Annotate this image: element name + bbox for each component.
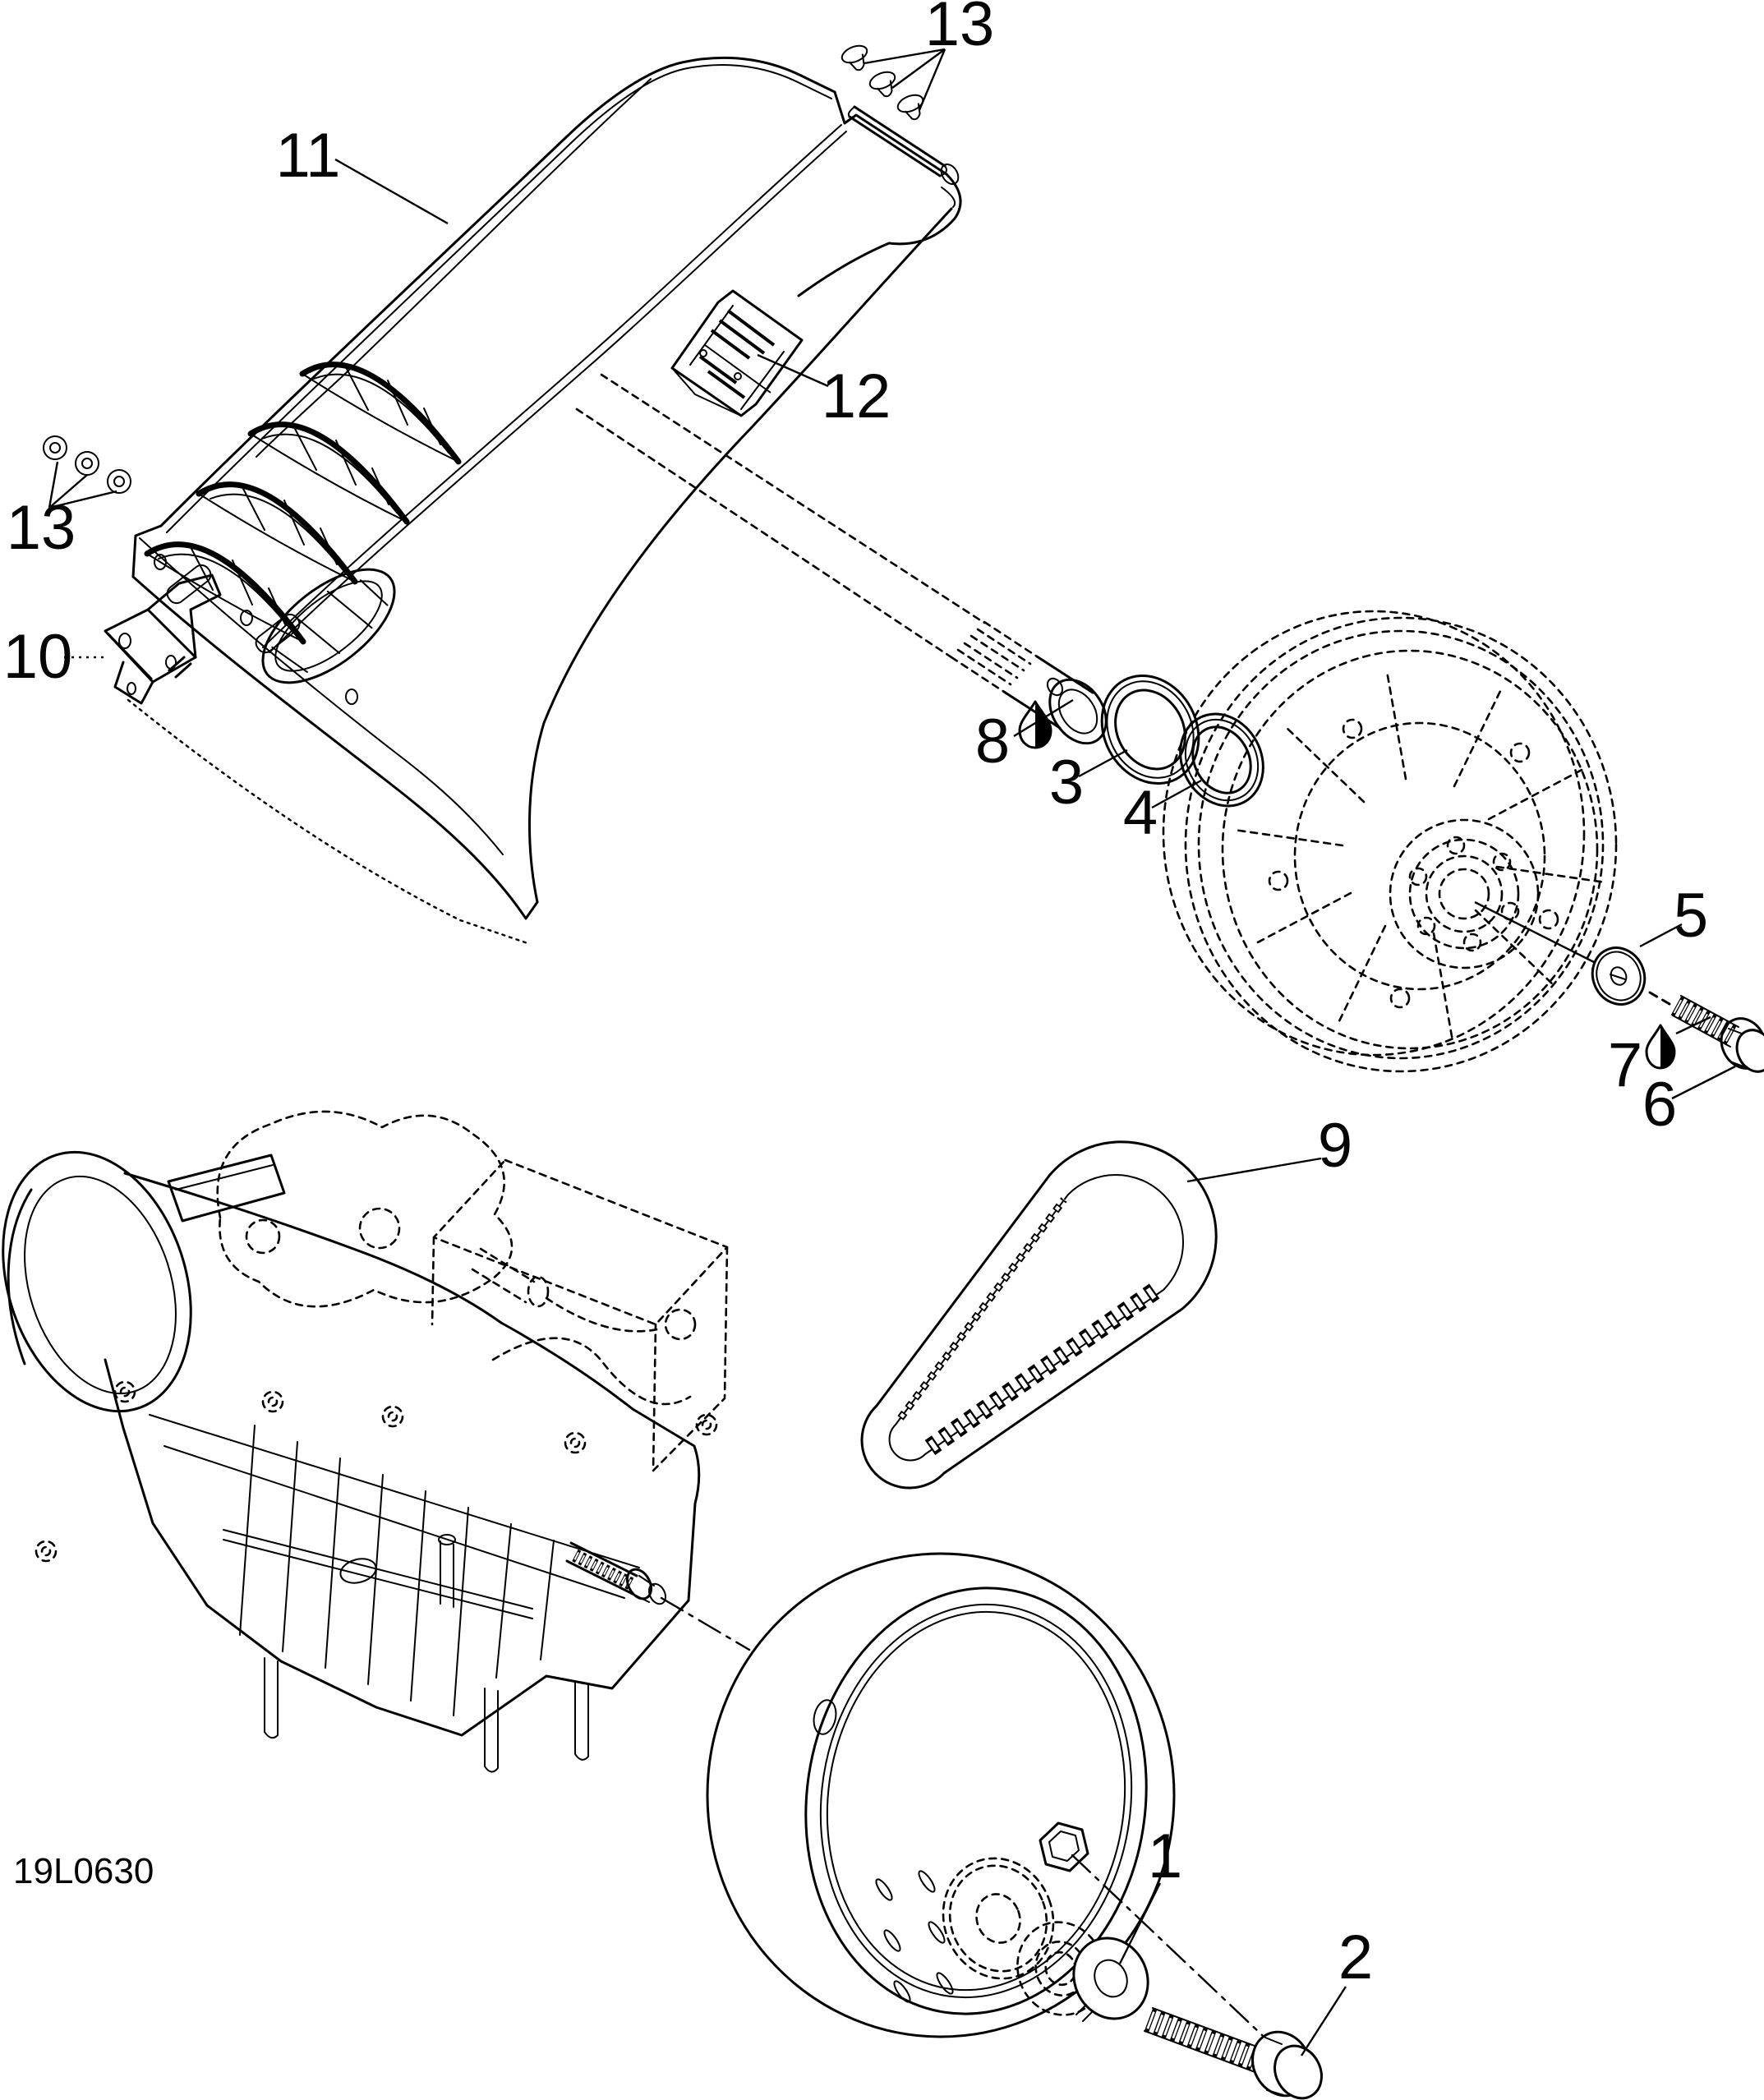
callout-4: 4: [1123, 778, 1158, 848]
callout-10: 10: [3, 622, 73, 692]
hex-bolt-2: [1144, 2007, 1323, 2100]
flange-nuts-left: [43, 435, 131, 494]
pulley-spokes: [1232, 670, 1607, 1043]
callout-6: 6: [1642, 1070, 1677, 1140]
oil-drop-icon: [1018, 700, 1052, 749]
callout-13-top: 13: [925, 0, 995, 59]
callout-9: 9: [1318, 1111, 1352, 1181]
intake-manifold-phantom: [35, 1110, 718, 1563]
washer-1: [1072, 1937, 1149, 2022]
retainer-washer-5: [1591, 946, 1647, 1006]
callout-3: 3: [1049, 748, 1084, 817]
callout-11: 11: [276, 121, 341, 191]
engine-block: [2, 1150, 751, 1773]
callout-12: 12: [822, 362, 891, 431]
callout-13-left: 13: [7, 493, 76, 563]
engine: [2, 1110, 751, 1773]
belt-guard-louvers: [144, 362, 462, 684]
leader-lines: [48, 48, 1736, 2056]
driven-pulley: [1162, 610, 1618, 1073]
drum-hex-plug: [1039, 1821, 1089, 1872]
hex-bolt-6: [1670, 995, 1764, 1073]
hinge-rod: [847, 105, 960, 208]
mount-bracket: [104, 573, 222, 705]
callout-8: 8: [975, 707, 1010, 776]
callout-5: 5: [1674, 881, 1708, 951]
warning-decal: [670, 289, 804, 417]
washer-ring-3: [1100, 674, 1200, 785]
drum-vent-slots: [875, 1870, 954, 2003]
drive-belt: [860, 1140, 1218, 1490]
engine-output-shaft: [565, 1541, 667, 1605]
callout-1: 1: [1148, 1821, 1182, 1891]
clutch-drum: [706, 1552, 1277, 2049]
drawing-code: 19L0630: [13, 1851, 154, 1891]
callout-2: 2: [1338, 1923, 1373, 1992]
belt-guard: [127, 56, 962, 945]
callout-7: 7: [1608, 1030, 1642, 1100]
jackshaft: [575, 373, 1108, 745]
airbox-phantom: [431, 1158, 729, 1472]
oil-drop-icon: [1645, 1024, 1676, 1070]
pulley-hub: [1389, 818, 1540, 969]
